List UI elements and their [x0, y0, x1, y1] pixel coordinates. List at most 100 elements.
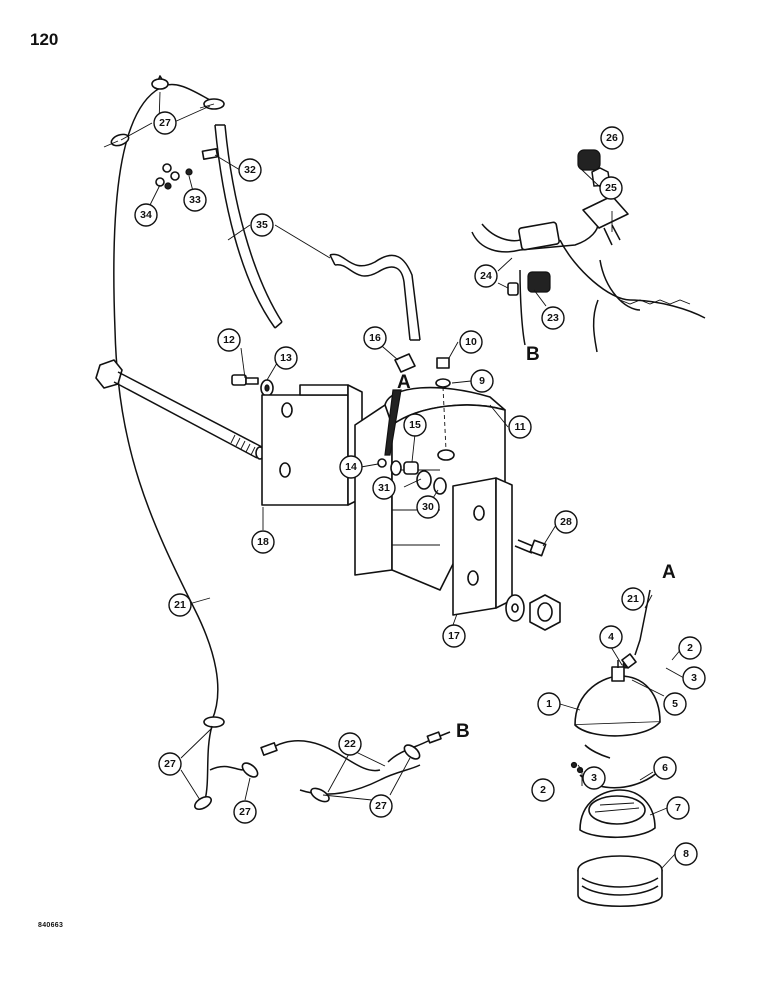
callout-16: 16 [363, 326, 387, 350]
svg-text:7: 7 [675, 802, 681, 814]
terminal-clip-top-3 [103, 133, 130, 148]
svg-text:23: 23 [547, 312, 559, 324]
svg-text:8: 8 [683, 848, 689, 860]
callout-25: 25 [599, 176, 623, 200]
bolt-28 [514, 539, 547, 557]
svg-text:34: 34 [140, 209, 152, 221]
svg-text:2: 2 [687, 642, 693, 654]
callout-14: 14 [339, 455, 363, 479]
hose-35 [214, 124, 421, 341]
letter-a-top: A [397, 372, 411, 393]
callout-27-lower-mid: 27 [233, 800, 257, 824]
svg-text:9: 9 [479, 375, 485, 387]
terminal-clip-top-2 [199, 98, 225, 110]
svg-text:30: 30 [422, 501, 434, 513]
callout-10: 10 [459, 330, 483, 354]
lamp-assembly [570, 589, 663, 907]
callout-7: 7 [666, 796, 690, 820]
callout-23: 23 [541, 306, 565, 330]
callout-21-right: 21 [621, 587, 645, 611]
hardware-center [377, 353, 451, 495]
callout-21-left: 21 [168, 593, 192, 617]
callout-2-top: 2 [678, 636, 702, 660]
callout-9: 9 [470, 369, 494, 393]
callout-6: 6 [653, 756, 677, 780]
callout-1: 1 [537, 692, 561, 716]
callout-18: 18 [251, 530, 275, 554]
lower-harness [194, 716, 451, 811]
callout-24: 24 [474, 264, 498, 288]
svg-text:4: 4 [608, 631, 614, 643]
letter-a-right: A [662, 562, 676, 583]
callout-27-lower-left: 27 [158, 752, 182, 776]
svg-text:3: 3 [691, 672, 697, 684]
svg-text:2: 2 [540, 784, 546, 796]
letter-b-bottom: B [456, 721, 470, 742]
svg-text:6: 6 [662, 762, 668, 774]
washer-13 [260, 379, 274, 397]
callout-28: 28 [554, 510, 578, 534]
svg-text:18: 18 [257, 536, 269, 548]
callout-4: 4 [599, 625, 623, 649]
callout-33: 33 [183, 188, 207, 212]
svg-text:3: 3 [591, 772, 597, 784]
callout-22: 22 [338, 732, 362, 756]
svg-text:35: 35 [256, 219, 268, 231]
connector-32 [201, 148, 219, 160]
svg-text:1: 1 [546, 698, 552, 710]
svg-text:27: 27 [239, 806, 251, 818]
svg-text:5: 5 [672, 698, 678, 710]
callout-8: 8 [674, 842, 698, 866]
callout-26: 26 [600, 126, 624, 150]
svg-text:13: 13 [280, 352, 292, 364]
washer-nut [505, 594, 561, 631]
bolt-12 [231, 374, 259, 386]
letter-b-top: B [526, 344, 540, 365]
pointer-a [384, 389, 402, 456]
svg-text:21: 21 [174, 599, 186, 611]
svg-text:32: 32 [244, 164, 256, 176]
callout-35: 35 [250, 213, 274, 237]
callout-3-top: 3 [682, 666, 706, 690]
callout-2-bottom: 2 [531, 778, 555, 802]
svg-text:31: 31 [378, 482, 390, 494]
leader-lines [120, 91, 685, 869]
svg-text:27: 27 [159, 117, 171, 129]
footer-code: 840663 [38, 922, 64, 929]
svg-text:21: 21 [627, 593, 639, 605]
callout-27-top: 27 [153, 111, 177, 135]
page-number: 120 [30, 30, 59, 49]
svg-text:24: 24 [480, 270, 492, 282]
svg-text:27: 27 [375, 800, 387, 812]
svg-text:11: 11 [514, 421, 525, 433]
svg-text:28: 28 [560, 516, 572, 528]
callout-3-bottom: 3 [582, 766, 606, 790]
callout-17: 17 [442, 624, 466, 648]
svg-text:14: 14 [345, 461, 357, 473]
svg-text:33: 33 [189, 194, 201, 206]
svg-text:15: 15 [409, 419, 421, 431]
callout-15: 15 [403, 413, 427, 437]
bracket-17 [452, 477, 513, 616]
callout-11: 11 [508, 415, 532, 439]
callout-30: 30 [416, 495, 440, 519]
callout-31: 31 [372, 476, 396, 500]
svg-text:22: 22 [344, 738, 356, 750]
callout-34: 34 [134, 203, 158, 227]
callout-32: 32 [238, 158, 262, 182]
svg-text:17: 17 [448, 630, 460, 642]
svg-text:25: 25 [605, 182, 617, 194]
wire-21 [113, 87, 219, 721]
switch-harness [471, 149, 706, 353]
callout-12: 12 [217, 328, 241, 352]
terminal-clip-top-1 [151, 75, 169, 90]
svg-text:26: 26 [606, 132, 618, 144]
bracket-18 [261, 384, 363, 506]
callout-27-lower-right: 27 [369, 794, 393, 818]
svg-text:12: 12 [223, 334, 235, 346]
nuts-33-34 [155, 163, 193, 190]
callout-13: 13 [274, 346, 298, 370]
svg-text:16: 16 [369, 332, 381, 344]
svg-text:10: 10 [465, 336, 477, 348]
